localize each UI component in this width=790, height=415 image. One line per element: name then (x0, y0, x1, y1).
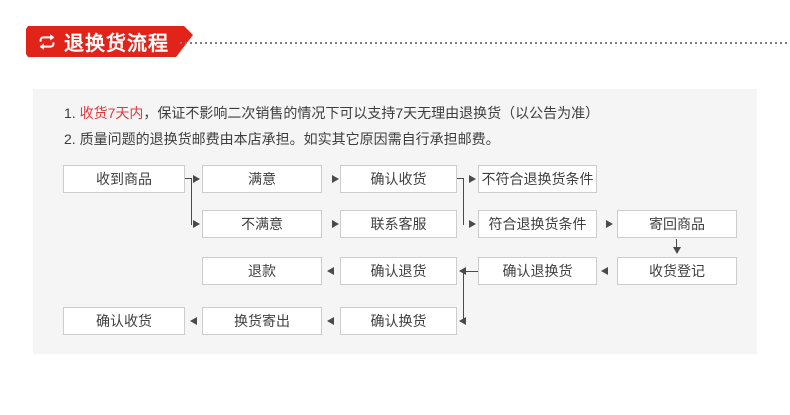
arrow-right-icon (193, 175, 200, 183)
note-1-text: ，保证不影响二次销售的情况下可以支持7天无理由退换货（以公告为准） (143, 105, 600, 121)
arrow-left-icon (601, 267, 608, 275)
flow-box-satisfied: 满意 (202, 165, 322, 193)
arrow-left-icon (459, 267, 466, 275)
flow-box-confirm-receipt: 确认收货 (340, 165, 457, 193)
flow-box-refund: 退款 (202, 257, 322, 285)
note-2-number: 2. (64, 131, 76, 147)
arrow-left-icon (190, 317, 197, 325)
flow-box-receive-goods: 收到商品 (63, 165, 185, 193)
flow-box-contact-service: 联系客服 (340, 210, 457, 238)
connector-line (463, 271, 464, 321)
connector-line (676, 239, 677, 248)
arrow-right-icon (469, 175, 476, 183)
arrow-right-icon (606, 220, 613, 228)
flow-box-exchange-shipped: 换货寄出 (202, 307, 322, 335)
flow-panel: 1. 收货7天内，保证不影响二次销售的情况下可以支持7天无理由退换货（以公告为准… (33, 89, 757, 354)
flow-box-confirm-return: 确认退货 (340, 257, 457, 285)
section-title: 退换货流程 (64, 33, 169, 55)
connector-line (457, 178, 464, 179)
arrow-right-icon (193, 220, 200, 228)
connector-line (191, 178, 192, 225)
arrow-left-icon (327, 267, 334, 275)
policy-note-1: 1. 收货7天内，保证不影响二次销售的情况下可以支持7天无理由退换货（以公告为准… (64, 100, 599, 126)
flow-box-eligible: 符合退换货条件 (478, 210, 597, 238)
arrow-left-icon (327, 317, 334, 325)
arrow-down-icon (673, 247, 681, 254)
note-1-number: 1. (64, 105, 76, 121)
flow-box-unsatisfied: 不满意 (202, 210, 322, 238)
flow-box-confirm-exchange: 确认换货 (340, 307, 457, 335)
arrow-right-icon (469, 220, 476, 228)
note-1-highlight: 收货7天内 (79, 105, 144, 121)
section-title-badge: 退换货流程 (26, 26, 193, 57)
arrow-right-icon (332, 175, 339, 183)
flow-box-receipt-register: 收货登记 (617, 257, 737, 285)
arrow-left-icon (459, 317, 466, 325)
note-2-text: 质量问题的退换货邮费由本店承担。如实其它原因需自行承担邮费。 (79, 131, 500, 147)
arrow-right-icon (332, 220, 339, 228)
exchange-loop-icon (37, 32, 57, 52)
flow-box-confirm-return-exchange: 确认退换货 (478, 257, 597, 285)
connector-line (463, 271, 478, 272)
flow-box-not-eligible: 不符合退换货条件 (478, 165, 597, 193)
connector-line (185, 178, 192, 179)
flow-box-ship-back: 寄回商品 (617, 210, 737, 238)
connector-line (463, 178, 464, 225)
flow-box-confirm-receipt-final: 确认收货 (63, 307, 185, 335)
policy-notes: 1. 收货7天内，保证不影响二次销售的情况下可以支持7天无理由退换货（以公告为准… (64, 100, 599, 152)
dotted-divider (180, 42, 788, 44)
policy-note-2: 2. 质量问题的退换货邮费由本店承担。如实其它原因需自行承担邮费。 (64, 126, 599, 152)
